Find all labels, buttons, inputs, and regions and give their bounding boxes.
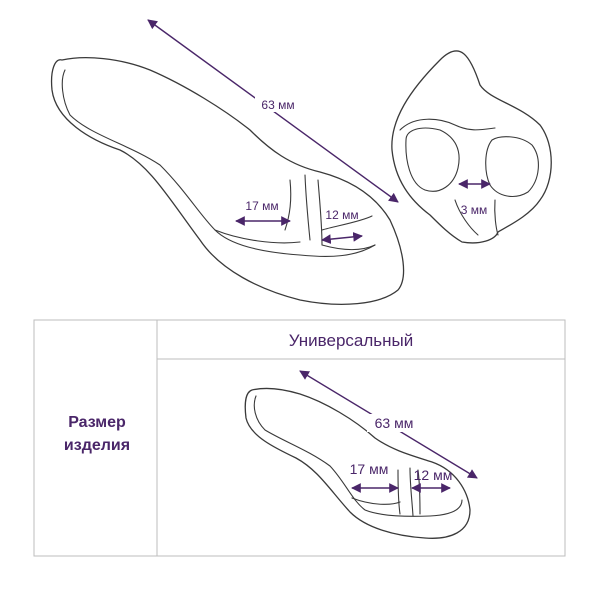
length-label-table: 63 мм — [375, 415, 414, 431]
length-label-bg-top — [255, 96, 299, 112]
size-table — [33, 319, 566, 557]
table-border — [33, 319, 566, 557]
width-right-arrow-top — [321, 232, 363, 244]
ring-gap-label: 3 мм — [461, 203, 488, 217]
insole-top-illustration — [50, 57, 405, 305]
width-left-label-top: 17 мм — [245, 199, 278, 213]
length-label-top: 63 мм — [261, 98, 294, 112]
width-left-label-table: 17 мм — [350, 461, 389, 477]
row-label-line2: изделия — [64, 437, 130, 454]
width-right-label-table: 12 мм — [414, 467, 453, 483]
width-right-label-top: 12 мм — [325, 208, 358, 222]
toe-ring-illustration — [391, 50, 552, 244]
length-label-bg-table — [367, 414, 421, 432]
column-header: Универсальный — [289, 331, 414, 350]
row-label-line1: Размер — [68, 414, 126, 431]
